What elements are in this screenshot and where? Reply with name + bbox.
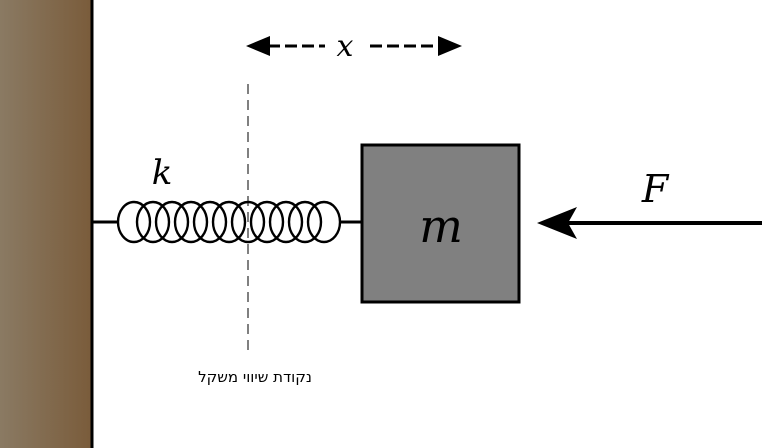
spring-constant-label: k xyxy=(152,153,173,193)
spring-coil xyxy=(211,200,247,244)
force-arrow-icon xyxy=(537,207,762,239)
spring-coil xyxy=(306,200,342,244)
spring-coil xyxy=(135,200,171,244)
spring-coil xyxy=(249,200,285,244)
spring-coil xyxy=(230,200,266,244)
displacement-arrow-right-icon xyxy=(370,36,462,56)
wall xyxy=(0,0,91,448)
displacement-label: x xyxy=(337,29,354,64)
equilibrium-caption: נקודת שיווי משקל xyxy=(198,368,312,386)
mass-label: m xyxy=(419,199,463,253)
force-label: F xyxy=(641,167,670,211)
mass-block xyxy=(360,143,521,304)
spring-coil xyxy=(268,200,304,244)
spring-coil xyxy=(154,200,190,244)
spring xyxy=(92,200,362,244)
spring-coil xyxy=(192,200,228,244)
displacement-arrow-left-icon xyxy=(246,36,325,56)
spring-coil xyxy=(287,200,323,244)
spring-coil xyxy=(116,200,152,244)
spring-coil xyxy=(173,200,209,244)
